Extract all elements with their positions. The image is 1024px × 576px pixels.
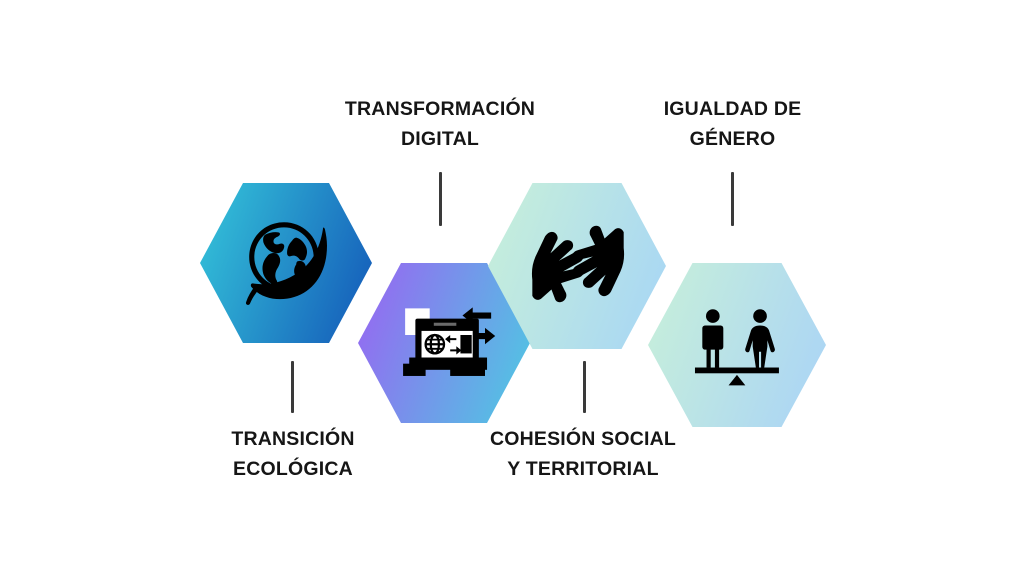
hexagon-transicion-ecologica[interactable] — [200, 183, 372, 343]
connector-line-transicion-ecologica — [291, 361, 294, 413]
connector-line-igualdad-de-genero — [731, 172, 734, 226]
label-igualdad-de-genero: IGUALDAD DE GÉNERO — [663, 98, 802, 150]
connector-line-transformacion-digital — [439, 172, 442, 226]
hexagon-igualdad-de-genero[interactable] — [648, 263, 826, 427]
label-transformacion-digital: TRANSFORMACIÓN DIGITAL — [344, 98, 536, 150]
label-cohesion-social-y-territorial: COHESIÓN SOCIAL Y TERRITORIAL — [489, 428, 677, 480]
globe-leaf-icon — [231, 212, 341, 314]
label-transicion-ecologica: TRANSICIÓN ECOLÓGICA — [231, 428, 355, 480]
computer-network-icon — [389, 292, 499, 394]
reaching-hands-icon — [520, 213, 634, 319]
connector-line-cohesion-social — [583, 361, 586, 413]
gender-balance-scale-icon — [680, 293, 794, 398]
